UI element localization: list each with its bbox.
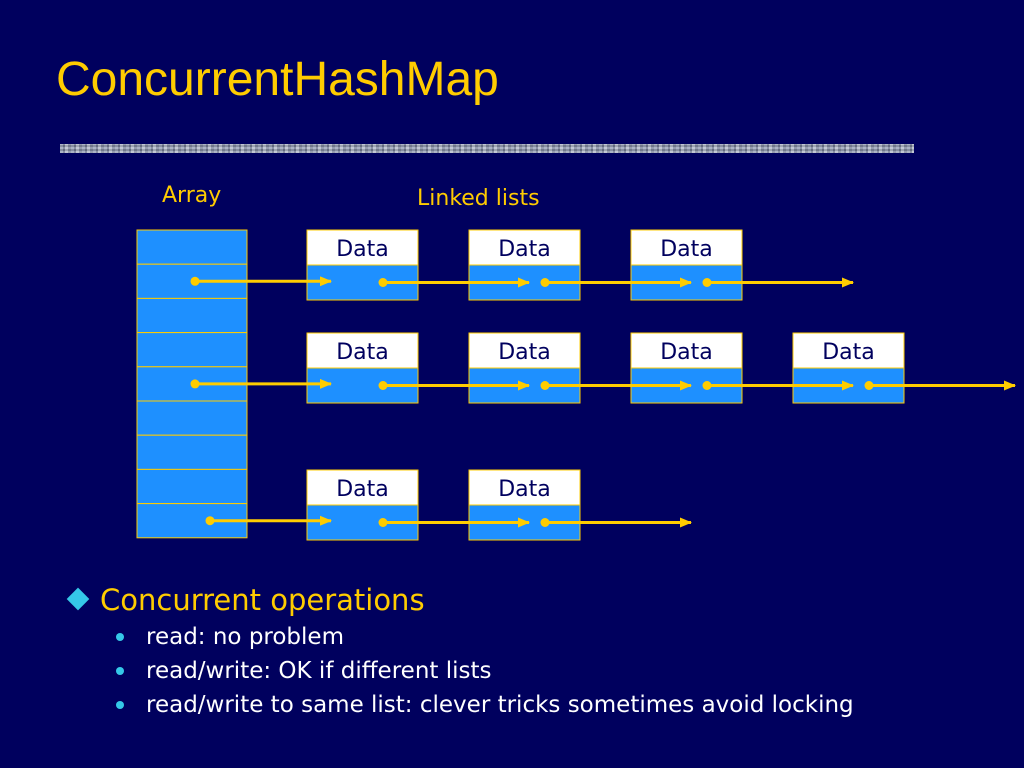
dot-bullet-icon (116, 633, 124, 641)
list-node: Data (468, 332, 581, 404)
pointer-dot (702, 381, 712, 390)
pointer-dot (378, 278, 388, 287)
bullet-list: Concurrent operations read: no problem r… (64, 580, 964, 722)
linked-list-row: Data Data Data (306, 229, 743, 301)
array-to-list-pointer (205, 515, 332, 526)
linked-list-row: Data Data (306, 469, 581, 541)
sub-bullet-text: read/write to same list: clever tricks s… (146, 692, 854, 718)
next-pointer (702, 277, 854, 288)
next-pointer (378, 517, 530, 528)
main-bullet: Concurrent operations (64, 580, 964, 620)
node-data-cell (306, 332, 419, 369)
diamond-bullet-icon (66, 587, 90, 611)
array-slot (136, 434, 248, 470)
array-label: Array (162, 183, 221, 208)
array-slot (136, 400, 248, 436)
node-label: Data (660, 340, 713, 365)
node-data-cell (306, 229, 419, 266)
node-data-cell (630, 229, 743, 266)
linked-lists-label: Linked lists (417, 186, 540, 211)
sub-bullet-list: read: no problem read/write: OK if diffe… (64, 620, 964, 722)
next-pointer (378, 277, 530, 288)
list-node: Data (792, 332, 905, 404)
pointer-dot (378, 381, 388, 390)
node-data-cell (630, 332, 743, 369)
linked-list-row: Data Data Data Data (306, 332, 905, 404)
next-pointer (702, 380, 854, 391)
array-to-list-pointer (190, 378, 332, 389)
title-divider (60, 144, 914, 153)
sub-bullet-text: read/write: OK if different lists (146, 658, 492, 684)
node-label: Data (822, 340, 875, 365)
dot-bullet-icon (116, 667, 124, 675)
sub-bullet-item: read/write to same list: clever tricks s… (64, 688, 964, 722)
slide-title: ConcurrentHashMap (56, 53, 499, 106)
next-pointer (864, 380, 1016, 391)
node-data-cell (468, 469, 581, 506)
next-pointer (540, 517, 692, 528)
pointer-dot (378, 518, 388, 527)
next-pointer (540, 277, 692, 288)
array-slot (136, 297, 248, 334)
list-node: Data (630, 332, 743, 404)
node-label: Data (336, 340, 389, 365)
node-data-cell (792, 332, 905, 369)
pointer-dot (540, 278, 550, 287)
list-node: Data (306, 332, 419, 404)
list-node: Data (306, 469, 419, 541)
dot-bullet-icon (116, 701, 124, 709)
node-data-cell (468, 229, 581, 266)
pointer-dot (540, 381, 550, 390)
node-label: Data (660, 237, 713, 262)
main-bullet-text: Concurrent operations (100, 583, 425, 617)
list-node: Data (306, 229, 419, 301)
pointer-dot (205, 516, 215, 526)
sub-bullet-item: read: no problem (64, 620, 964, 654)
node-label: Data (498, 237, 551, 262)
pointer-dot (540, 518, 550, 527)
pointer-dot (864, 381, 874, 390)
sub-bullet-item: read/write: OK if different lists (64, 654, 964, 688)
pointer-dot (190, 276, 200, 286)
array-slot (136, 229, 248, 265)
list-node: Data (468, 229, 581, 301)
array-slot (136, 468, 248, 505)
node-label: Data (336, 237, 389, 262)
next-pointer (540, 380, 692, 391)
next-pointer (378, 380, 530, 391)
sub-bullet-text: read: no problem (146, 624, 344, 650)
list-node: Data (468, 469, 581, 541)
node-label: Data (498, 340, 551, 365)
array-slot (136, 332, 248, 368)
array-to-list-pointer (190, 276, 332, 287)
node-data-cell (468, 332, 581, 369)
node-label: Data (498, 477, 551, 502)
pointer-dot (702, 278, 712, 287)
node-label: Data (336, 477, 389, 502)
list-node: Data (630, 229, 743, 301)
pointer-dot (190, 379, 200, 389)
